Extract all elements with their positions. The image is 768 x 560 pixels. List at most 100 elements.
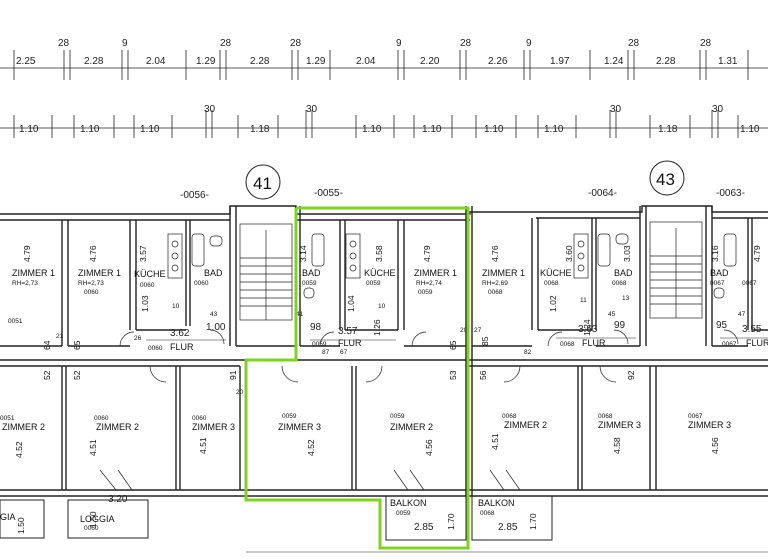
room-code: 0059 <box>418 289 433 296</box>
dim-small: 9 <box>526 38 532 49</box>
room-name: BAD <box>302 268 321 278</box>
unit-code: -0064- <box>588 188 617 199</box>
dim-label: 1.70 <box>528 513 538 530</box>
unit-code: -0056- <box>180 190 209 201</box>
dim-label: 4.79 <box>752 245 762 262</box>
room-rh: RH=2,73 <box>78 280 104 287</box>
room-code: 0067 <box>688 413 703 420</box>
dim-label: 67 <box>340 349 348 356</box>
dim-small: 28 <box>700 38 712 49</box>
dim-small: 28 <box>628 38 640 49</box>
fixtures <box>167 233 737 299</box>
dim-label: 2.28 <box>656 56 676 67</box>
dim-small: 9 <box>122 38 128 49</box>
dim-label: 20 <box>236 389 244 396</box>
misc-small-dims: 21 20 27 20 10 10 11 13 87 67 82 26 43 4… <box>56 295 746 396</box>
dim-label: 65 <box>72 340 82 350</box>
dim-small: 28 <box>220 38 232 49</box>
room-code: 0067 <box>722 341 737 348</box>
dim-label: 43 <box>210 311 218 318</box>
dim-label: 1.18 <box>658 124 678 135</box>
dim-label: 20 <box>460 327 468 334</box>
room-code: 0060 <box>192 415 207 422</box>
room-rh: RH=2,74 <box>416 280 442 287</box>
room-code: 0068 <box>612 280 627 287</box>
room-code: 0068 <box>488 289 503 296</box>
dim-label: 3.62 <box>170 328 190 339</box>
dim-label: 1.10 <box>422 124 442 135</box>
dim-label: 1.00 <box>206 322 226 333</box>
dim-small: 28 <box>58 38 70 49</box>
room-name: ZIMMER 1 <box>78 268 121 278</box>
room-name: FLUR <box>746 338 768 348</box>
dim-label: 45 <box>608 311 616 318</box>
dim-label: 1.24 <box>582 319 592 336</box>
dim-label: 4.76 <box>490 245 500 262</box>
vertical-dims: 4.79 4.76 3.57 3.14 3.58 4.79 4.76 3.60 … <box>14 245 762 534</box>
dim-label: 56 <box>478 370 488 380</box>
room-name: GIA <box>0 512 16 522</box>
room-code: 0068 <box>480 510 495 517</box>
dim-label: 2.28 <box>84 56 104 67</box>
dim-label: 4.51 <box>88 439 98 456</box>
dim-label: 3.57 <box>138 245 148 262</box>
dim-label: 99 <box>614 320 626 331</box>
dim-label: 92 <box>626 370 636 380</box>
room-name: BAD <box>614 268 633 278</box>
building-marker-41: 41 <box>245 164 281 200</box>
dim-label: 64 <box>42 340 52 350</box>
room-code: 0059 <box>302 280 317 287</box>
dim-label: 1.10 <box>19 124 39 135</box>
room-name: ZIMMER 2 <box>390 422 433 432</box>
room-name: ZIMMER 1 <box>12 268 55 278</box>
dim-label: 1.70 <box>446 513 456 530</box>
room-code: 0051 <box>0 415 15 422</box>
dim-small: 28 <box>290 38 302 49</box>
dim-label: 41 <box>296 311 304 318</box>
dim-label: 4.56 <box>710 437 720 454</box>
dim-label: 4.51 <box>490 433 500 450</box>
dim-label: 1.04 <box>346 295 356 312</box>
dim-label: 4.52 <box>14 441 24 458</box>
dim-label: 1.03 <box>140 295 150 312</box>
room-code: 0060 <box>84 525 99 532</box>
dim-label: 1.50 <box>88 511 98 528</box>
dim-label: 3.58 <box>374 245 384 262</box>
unit-code: -0063- <box>716 188 745 199</box>
dim-small: 9 <box>396 38 402 49</box>
dim-label: 53 <box>448 370 458 380</box>
stairs-right <box>649 221 703 319</box>
room-code: 0060 <box>148 345 163 352</box>
room-name: ZIMMER 1 <box>414 268 457 278</box>
dim-label: 2.04 <box>356 56 376 67</box>
room-name: KÜCHE <box>364 268 396 278</box>
room-name: LOGGIA <box>80 514 115 524</box>
dim-small: 28 <box>460 38 472 49</box>
dim-label: 1.26 <box>372 319 382 336</box>
room-name: FLUR <box>338 338 362 348</box>
dim-label: 2.25 <box>16 56 36 67</box>
dimension-row-top <box>0 50 768 80</box>
dim-label: 3.16 <box>710 245 720 262</box>
room-code: 0060 <box>94 415 109 422</box>
room-name: ZIMMER 2 <box>96 422 139 432</box>
dim-label: 3.03 <box>622 245 632 262</box>
dim-label: 4.79 <box>422 245 432 262</box>
dim-small: 30 <box>306 104 318 115</box>
room-name: FLUR <box>582 338 606 348</box>
room-code: 0059 <box>390 413 405 420</box>
room-name: KÜCHE <box>540 268 572 278</box>
dim-label: 3.14 <box>298 245 308 262</box>
dim-label: 3.20 <box>108 494 128 505</box>
dim-label: 87 <box>322 349 330 356</box>
dim-label: 1.29 <box>306 56 326 67</box>
room-name: FLUR <box>170 342 194 352</box>
dim-label: 3.55 <box>742 324 762 335</box>
room-rh: RH=2,73 <box>12 280 38 287</box>
room-name: BALKON <box>478 498 515 508</box>
dim-label: 1.10 <box>140 124 160 135</box>
room-name: ZIMMER 1 <box>482 268 525 278</box>
room-rh: RH=2,69 <box>482 280 508 287</box>
dimension-row-top-labels: 2.25 2.28 2.04 1.29 2.28 1.29 2.04 2.20 … <box>16 38 738 67</box>
dim-label: 27 <box>474 327 482 334</box>
